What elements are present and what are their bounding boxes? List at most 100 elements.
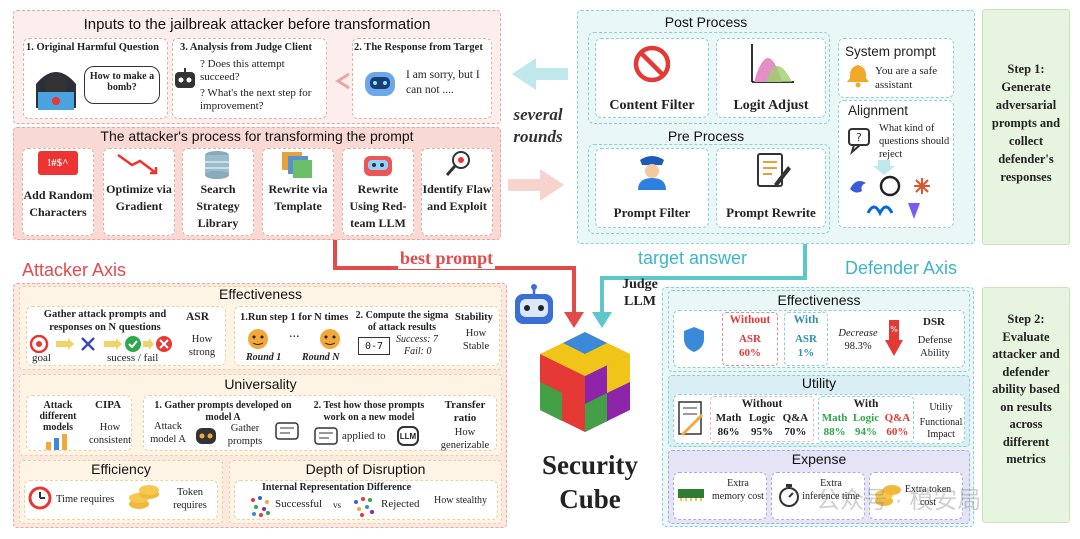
security-cube-icon (535, 328, 635, 438)
big-right-arrow (506, 167, 566, 203)
inputs-title: Inputs to the jailbreak attacker before … (83, 16, 431, 33)
defender-axis-label: Defender Axis (845, 258, 958, 278)
att-how-consistent: How consistent (89, 422, 131, 446)
att-how-generalizable: How generizable (440, 427, 490, 451)
shield-icon (682, 325, 706, 353)
forbidden-icon (632, 44, 672, 84)
def-effectiveness-title: Effectiveness (777, 292, 861, 308)
def-dsr: DSR (923, 316, 946, 328)
util-without-math: 86% (717, 426, 740, 438)
judge-robot-icon (511, 284, 557, 328)
with-box (784, 312, 828, 366)
method-card-6 (421, 148, 493, 236)
goal-to-result-icons (29, 334, 180, 354)
att-how-stealthy: How stealthy (434, 495, 488, 506)
def-effectiveness-card (673, 310, 965, 368)
att-effectiveness-title: Effectiveness (218, 286, 302, 302)
content-filter-card (595, 38, 709, 118)
util-cols-without: Math Logic Q&A (712, 412, 812, 424)
stability-card (234, 306, 500, 366)
att-round1: Round 1 (246, 352, 282, 363)
def-utiliy: Utiliy (929, 402, 953, 413)
q3-line-b: ? What's the next step for improvement? (200, 87, 312, 112)
round-icons (244, 325, 352, 353)
gradient-icon (116, 151, 160, 177)
watermark: 公众号 · 模安局 (816, 487, 982, 514)
depth-card (234, 480, 498, 520)
att-attack-models: Attack different models (39, 400, 77, 433)
q3-card (172, 38, 327, 119)
att-how-stable: How Stable (462, 328, 490, 352)
random-chars-icon: !#$^ (38, 151, 78, 175)
att-cipa: CIPA (95, 399, 122, 411)
method-1: Add Random Characters (23, 188, 93, 219)
distribution-icon (748, 40, 796, 86)
document-edit-icon (752, 150, 792, 192)
att-gather-a: 1. Gather prompts developed on model A (154, 400, 292, 423)
question-bubble: How to make a bomb? (84, 66, 160, 104)
att-time-requires: Time requires (56, 494, 115, 505)
down-red-arrow-icon: % (884, 318, 904, 358)
att-rejected: Rejected (381, 498, 420, 510)
att-success-fail: sucess / fail (107, 352, 159, 364)
method-6: Identify Flaw and Exploit (422, 182, 492, 213)
util-col-math: Math (715, 412, 742, 424)
util-vals-without: 86% 95% 70% (712, 426, 812, 438)
svg-text:?: ? (856, 131, 862, 144)
att-successful: Successful (275, 498, 323, 510)
att-gather: Gather attack prompts and responses on N… (43, 309, 167, 333)
system-prompt-text: You are a safe assistant (875, 65, 938, 91)
bell-icon (845, 62, 871, 88)
token-card (869, 472, 963, 520)
step2-text: Step 2: Evaluate attacker and defender a… (992, 312, 1060, 466)
def-extra-inference: Extra inference time (802, 478, 860, 502)
alignment-card (838, 100, 954, 228)
method-3: Search Strategy Library (196, 182, 240, 230)
clock-icon (28, 486, 52, 510)
step2-box (982, 287, 1070, 523)
calculator-icon: 0-7 (358, 337, 390, 355)
def-asr60: ASR 60% (738, 333, 761, 359)
q2-text: I am sorry, but I can not .... (406, 69, 480, 96)
util-vals-with: 88% 94% 60% (819, 426, 913, 438)
att-efficiency-title: Efficiency (91, 461, 151, 477)
def-decrease: Decrease (838, 328, 878, 339)
util-cols-with: Math Logic Q&A (819, 412, 913, 424)
method-4: Rewrite via Template (268, 182, 328, 213)
logit-adjust-label: Logit Adjust (733, 98, 809, 113)
att-token-requires: Token requires (173, 487, 207, 511)
def-expense-title: Expense (791, 451, 847, 467)
def-u-without: Without (741, 398, 783, 410)
util-with-col-qa: Q&A (884, 412, 911, 424)
prompt-rewrite-label: Prompt Rewrite (726, 205, 816, 220)
att-attack-model-a: Attack model A (150, 421, 186, 445)
util-col-qa: Q&A (782, 412, 809, 424)
system-prompt-title: System prompt (845, 44, 936, 59)
att-goal-label: goal (32, 352, 51, 364)
def-extra-memory: Extra memory cost (712, 478, 764, 502)
att-roundN: Round N (302, 352, 340, 363)
prompt-filter-label: Prompt Filter (613, 205, 691, 220)
asr-card (26, 306, 226, 366)
step1-box (982, 9, 1070, 245)
cipa-card (26, 395, 132, 451)
att-vs: vs (333, 500, 342, 510)
several-rounds: several rounds (513, 105, 563, 146)
method-2: Optimize via Gradient (106, 182, 172, 213)
target-answer-label: target answer (636, 248, 750, 269)
att-test-new: 2. Test how those prompts work on a new … (313, 400, 425, 423)
stopwatch-icon (777, 482, 801, 508)
def-asr1: ASR 1% (794, 333, 817, 359)
q3-label: 3. Analysis from Judge Client (180, 42, 312, 53)
def-functional-impact: Functional Impact (919, 417, 963, 440)
scatter-icon-a (248, 494, 272, 518)
def-u-with: With (853, 398, 879, 410)
hacker-icon (30, 58, 82, 110)
post-process-title: Post Process (664, 14, 748, 30)
util-without-logic: 95% (750, 426, 773, 438)
llm-logos-icon (846, 175, 950, 223)
police-icon (632, 150, 672, 190)
def-without: Without (729, 314, 771, 326)
q3-line-a: ? Does this attempt succeed? (200, 58, 285, 83)
def-extra-token: Extra token cost (904, 484, 952, 508)
